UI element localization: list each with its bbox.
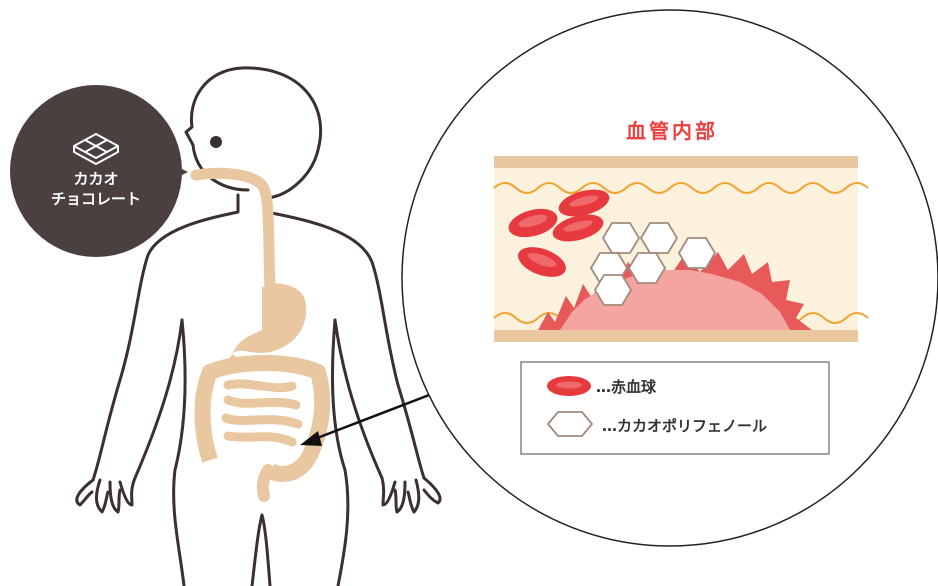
- magnified-view: 血管内部: [402, 10, 938, 546]
- legend: …赤血球 …カカオポリフェノール: [521, 362, 829, 454]
- speech-bubble: カカオ チョコレート: [10, 85, 188, 257]
- bubble-line-1: カカオ: [73, 170, 118, 188]
- legend-label-polyphenol: …カカオポリフェノール: [602, 417, 767, 435]
- eye: [210, 136, 222, 148]
- blood-vessel: [494, 156, 868, 342]
- digestive-tract: [196, 173, 322, 496]
- vessel-title: 血管内部: [626, 119, 718, 143]
- hexagon-icon: [548, 412, 592, 436]
- legend-item-red-blood-cell: …赤血球: [547, 376, 657, 396]
- bubble-line-2: チョコレート: [51, 190, 141, 208]
- legend-label-red-blood-cell: …赤血球: [596, 378, 657, 396]
